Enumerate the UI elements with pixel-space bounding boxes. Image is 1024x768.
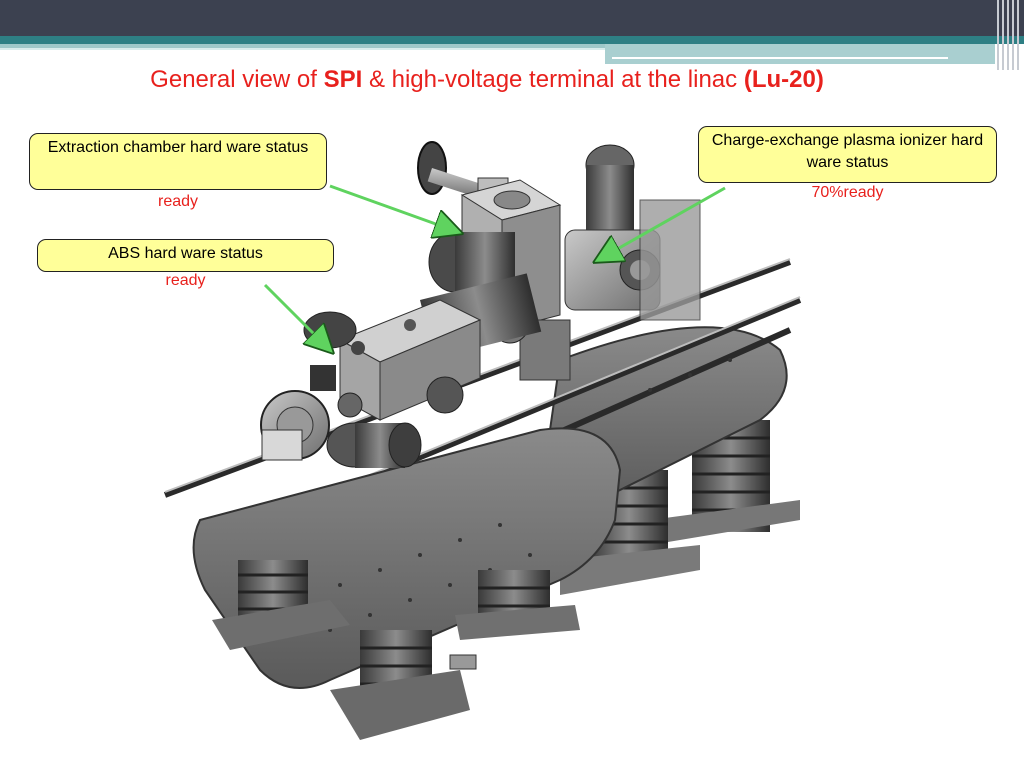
header-accent-light-stripe — [0, 44, 605, 48]
callout-extraction-label: Extraction chamber hard ware status — [47, 139, 309, 156]
callout-abs: ABS hard ware status — [37, 239, 334, 272]
callout-ionizer-status: 70%ready — [811, 184, 884, 201]
callout-ionizer-label: Charge-exchange plasma ionizer hard ware… — [711, 132, 984, 171]
callout-extraction-status: ready — [157, 193, 199, 210]
arrow-abs — [263, 283, 330, 350]
header-bar — [0, 0, 1024, 36]
header-accent-line — [612, 57, 948, 59]
callout-abs-label: ABS hard ware status — [108, 245, 263, 262]
insulator-front-bottom — [330, 630, 477, 740]
title-text-2: & high-voltage terminal at the linac — [362, 66, 744, 93]
header-accent-tab — [605, 44, 995, 64]
header-accent-stripe — [0, 36, 1024, 44]
plasma-ionizer — [564, 144, 701, 321]
callout-ionizer: Charge-exchange plasma ionizer hard ware… — [698, 126, 997, 183]
header-corner-stripes — [994, 0, 1024, 70]
header-accent-faint-stripe — [0, 48, 605, 50]
abs-front-cylinder — [326, 422, 422, 468]
title-text-lu20: (Lu-20) — [743, 66, 824, 93]
callout-extraction-chamber: Extraction chamber hard ware status — [29, 133, 327, 190]
slide-title: General view of SPI & high-voltage termi… — [0, 66, 974, 94]
arrow-extraction — [329, 184, 458, 232]
callout-arrows — [263, 184, 726, 350]
abs-chamber — [337, 299, 482, 421]
callout-abs-status: ready — [165, 272, 206, 289]
title-text-spi: SPI — [323, 66, 363, 93]
title-text-1: General view of — [150, 66, 324, 93]
arrow-ionizer — [598, 186, 726, 260]
abs-source — [260, 311, 357, 461]
insulator-front-left — [212, 560, 350, 650]
insulator-front-center — [455, 570, 580, 640]
